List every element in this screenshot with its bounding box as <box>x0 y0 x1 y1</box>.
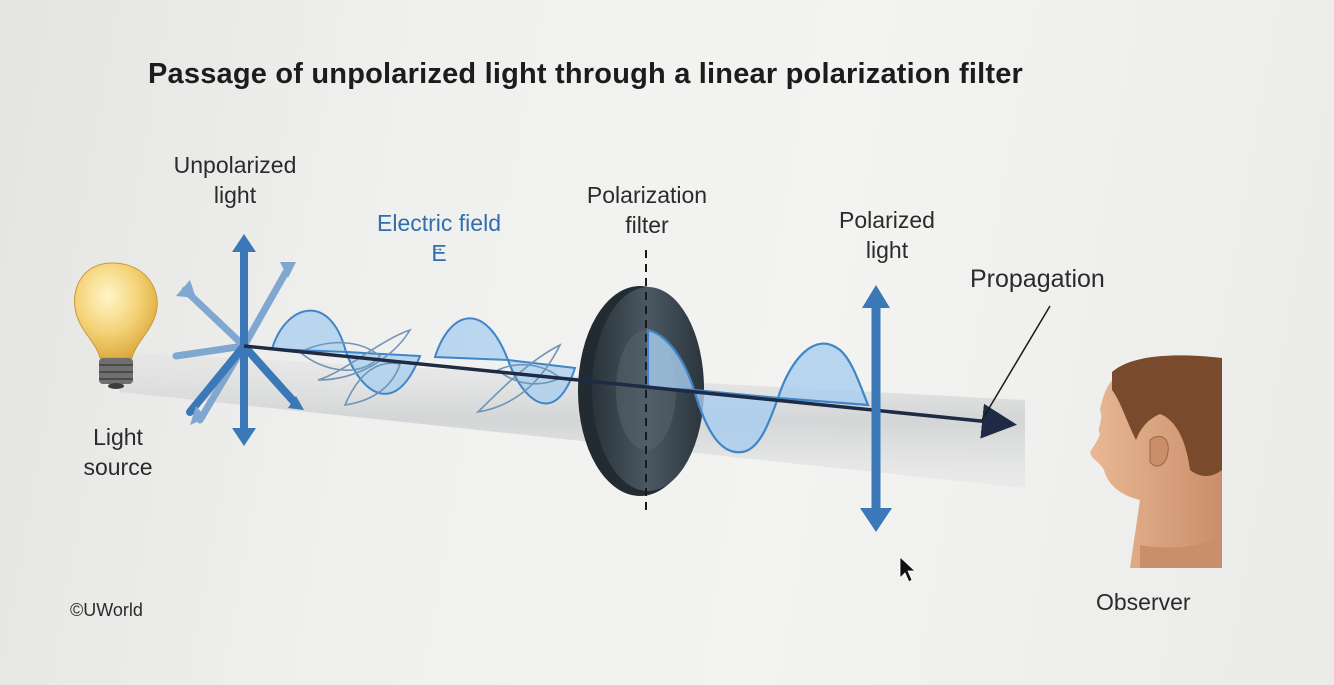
light-source-line2: source <box>70 452 166 482</box>
filter-label-line1: Polarization <box>572 180 722 210</box>
mouse-cursor-icon <box>900 557 915 582</box>
observer-label: Observer <box>1096 587 1191 617</box>
polarized-label-line2: light <box>822 235 952 265</box>
unpolarized-label-line2: light <box>162 180 308 210</box>
unpolarized-label-line1: Unpolarized <box>162 150 308 180</box>
filter-label-line2: filter <box>572 210 722 240</box>
propagation-label: Propagation <box>970 264 1105 294</box>
copyright-text: ©UWorld <box>70 595 143 625</box>
electric-field-label: Electric field → E <box>364 208 514 268</box>
e-vector-symbol: → E <box>431 238 446 268</box>
light-source-label: Light source <box>70 422 166 482</box>
observer-head-icon <box>1090 355 1222 568</box>
unpolarized-label: Unpolarized light <box>162 150 308 210</box>
polarized-label: Polarized light <box>822 205 952 265</box>
polarized-label-line1: Polarized <box>822 205 952 235</box>
light-source-line1: Light <box>70 422 166 452</box>
filter-label: Polarization filter <box>572 180 722 240</box>
